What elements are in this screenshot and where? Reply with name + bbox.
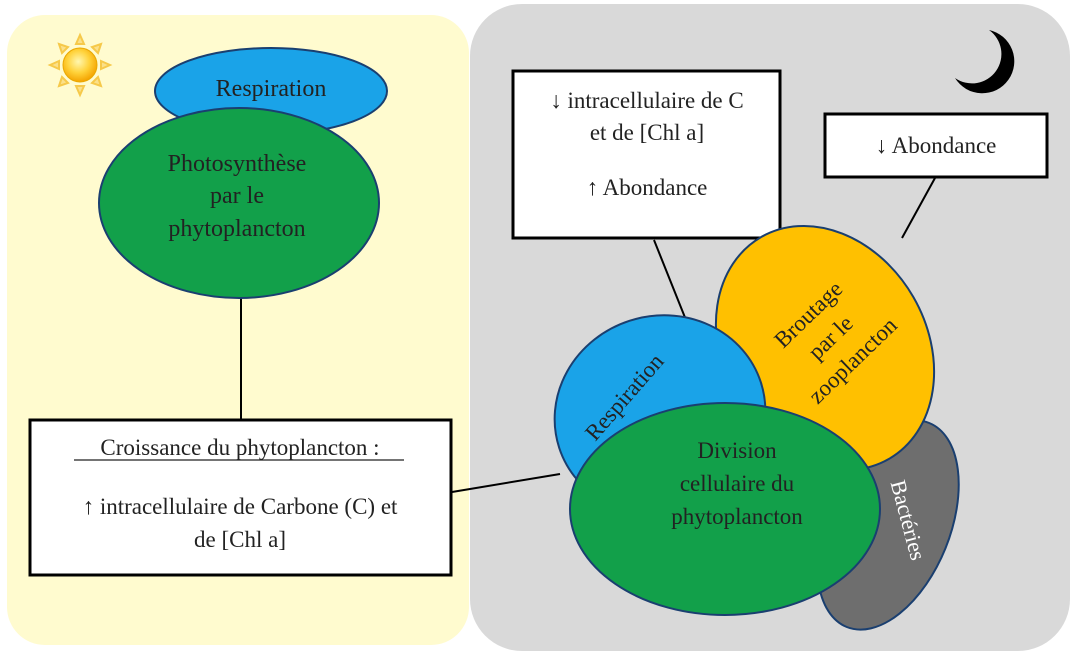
sun-icon xyxy=(47,32,113,98)
growth-box-title: Croissance du phytoplancton : xyxy=(100,435,379,460)
night-abundance-box xyxy=(823,112,1049,179)
growth-box-line-2: de [Chl a] xyxy=(194,527,286,552)
photosynthesis-label-1: Photosynthèse xyxy=(168,151,307,177)
growth-box xyxy=(28,418,453,577)
division-label-3: phytoplancton xyxy=(671,504,803,529)
night-carbon-abundance: ↑ Abondance xyxy=(587,175,708,200)
photosynthesis-label-3: phytoplancton xyxy=(168,216,305,242)
connector-growth-division xyxy=(451,473,561,493)
connector-carbonbox-respiration xyxy=(653,239,687,321)
division-ellipse xyxy=(569,402,881,616)
growth-box-line-1: ↑ intracellulaire de Carbone (C) et xyxy=(83,494,398,519)
photosynthesis-ellipse xyxy=(98,107,380,299)
photosynthesis-label-2: par le xyxy=(210,183,264,209)
division-label-1: Division xyxy=(697,438,777,463)
night-abundance-label: ↓ Abondance xyxy=(876,133,997,158)
night-carbon-box xyxy=(511,69,782,240)
crescent-moon-icon xyxy=(955,30,1015,94)
day-respiration-label: Respiration xyxy=(216,76,327,102)
night-carbon-line-2: et de [Chl a] xyxy=(590,120,704,145)
division-label-2: cellulaire du xyxy=(680,471,795,496)
night-carbon-line-1: ↓ intracellulaire de C xyxy=(550,88,744,113)
connector-abundancebox-grazing xyxy=(901,177,936,239)
